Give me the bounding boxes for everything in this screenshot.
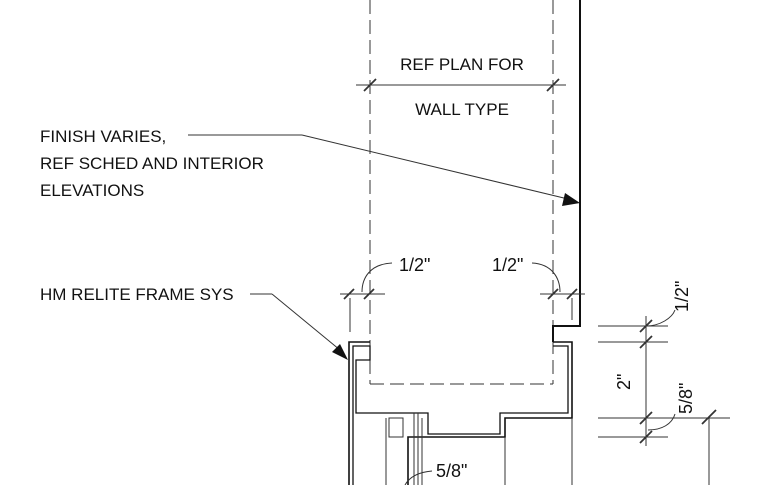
dim-left-half: 1/2" <box>399 255 430 275</box>
finish-note-line1: FINISH VARIES, <box>40 127 166 146</box>
dim-right-top-half: 1/2" <box>672 281 692 312</box>
vertical-dimension-line <box>639 309 717 446</box>
dashed-wall-outline <box>369 0 554 385</box>
ref-plan-note-line2: WALL TYPE <box>415 100 509 119</box>
wall-finish-line <box>552 0 581 342</box>
lower-frame-lines <box>504 418 710 485</box>
dim-two-inch: 2" <box>614 374 634 390</box>
ref-plan-note-line1: REF PLAN FOR <box>400 55 524 74</box>
half-inch-dimensions-top <box>340 262 585 300</box>
glass-stop <box>385 413 423 485</box>
dim-five-eighths-right: 5/8" <box>676 383 696 414</box>
extension-lines <box>349 298 730 438</box>
finish-note-line3: ELEVATIONS <box>40 181 144 200</box>
hm-frame-inner <box>352 345 569 485</box>
frame-leader <box>250 293 348 360</box>
hm-frame-outer <box>348 341 573 485</box>
dim-five-eighths-bottom: 5/8" <box>436 461 467 481</box>
finish-leader <box>188 134 580 206</box>
finish-note-line2: REF SCHED AND INTERIOR <box>40 154 264 173</box>
dim-right-half: 1/2" <box>492 255 523 275</box>
bottom-dimension-arc <box>404 470 433 485</box>
frame-note: HM RELITE FRAME SYS <box>40 285 234 304</box>
ref-plan-dimension-line <box>356 78 566 92</box>
